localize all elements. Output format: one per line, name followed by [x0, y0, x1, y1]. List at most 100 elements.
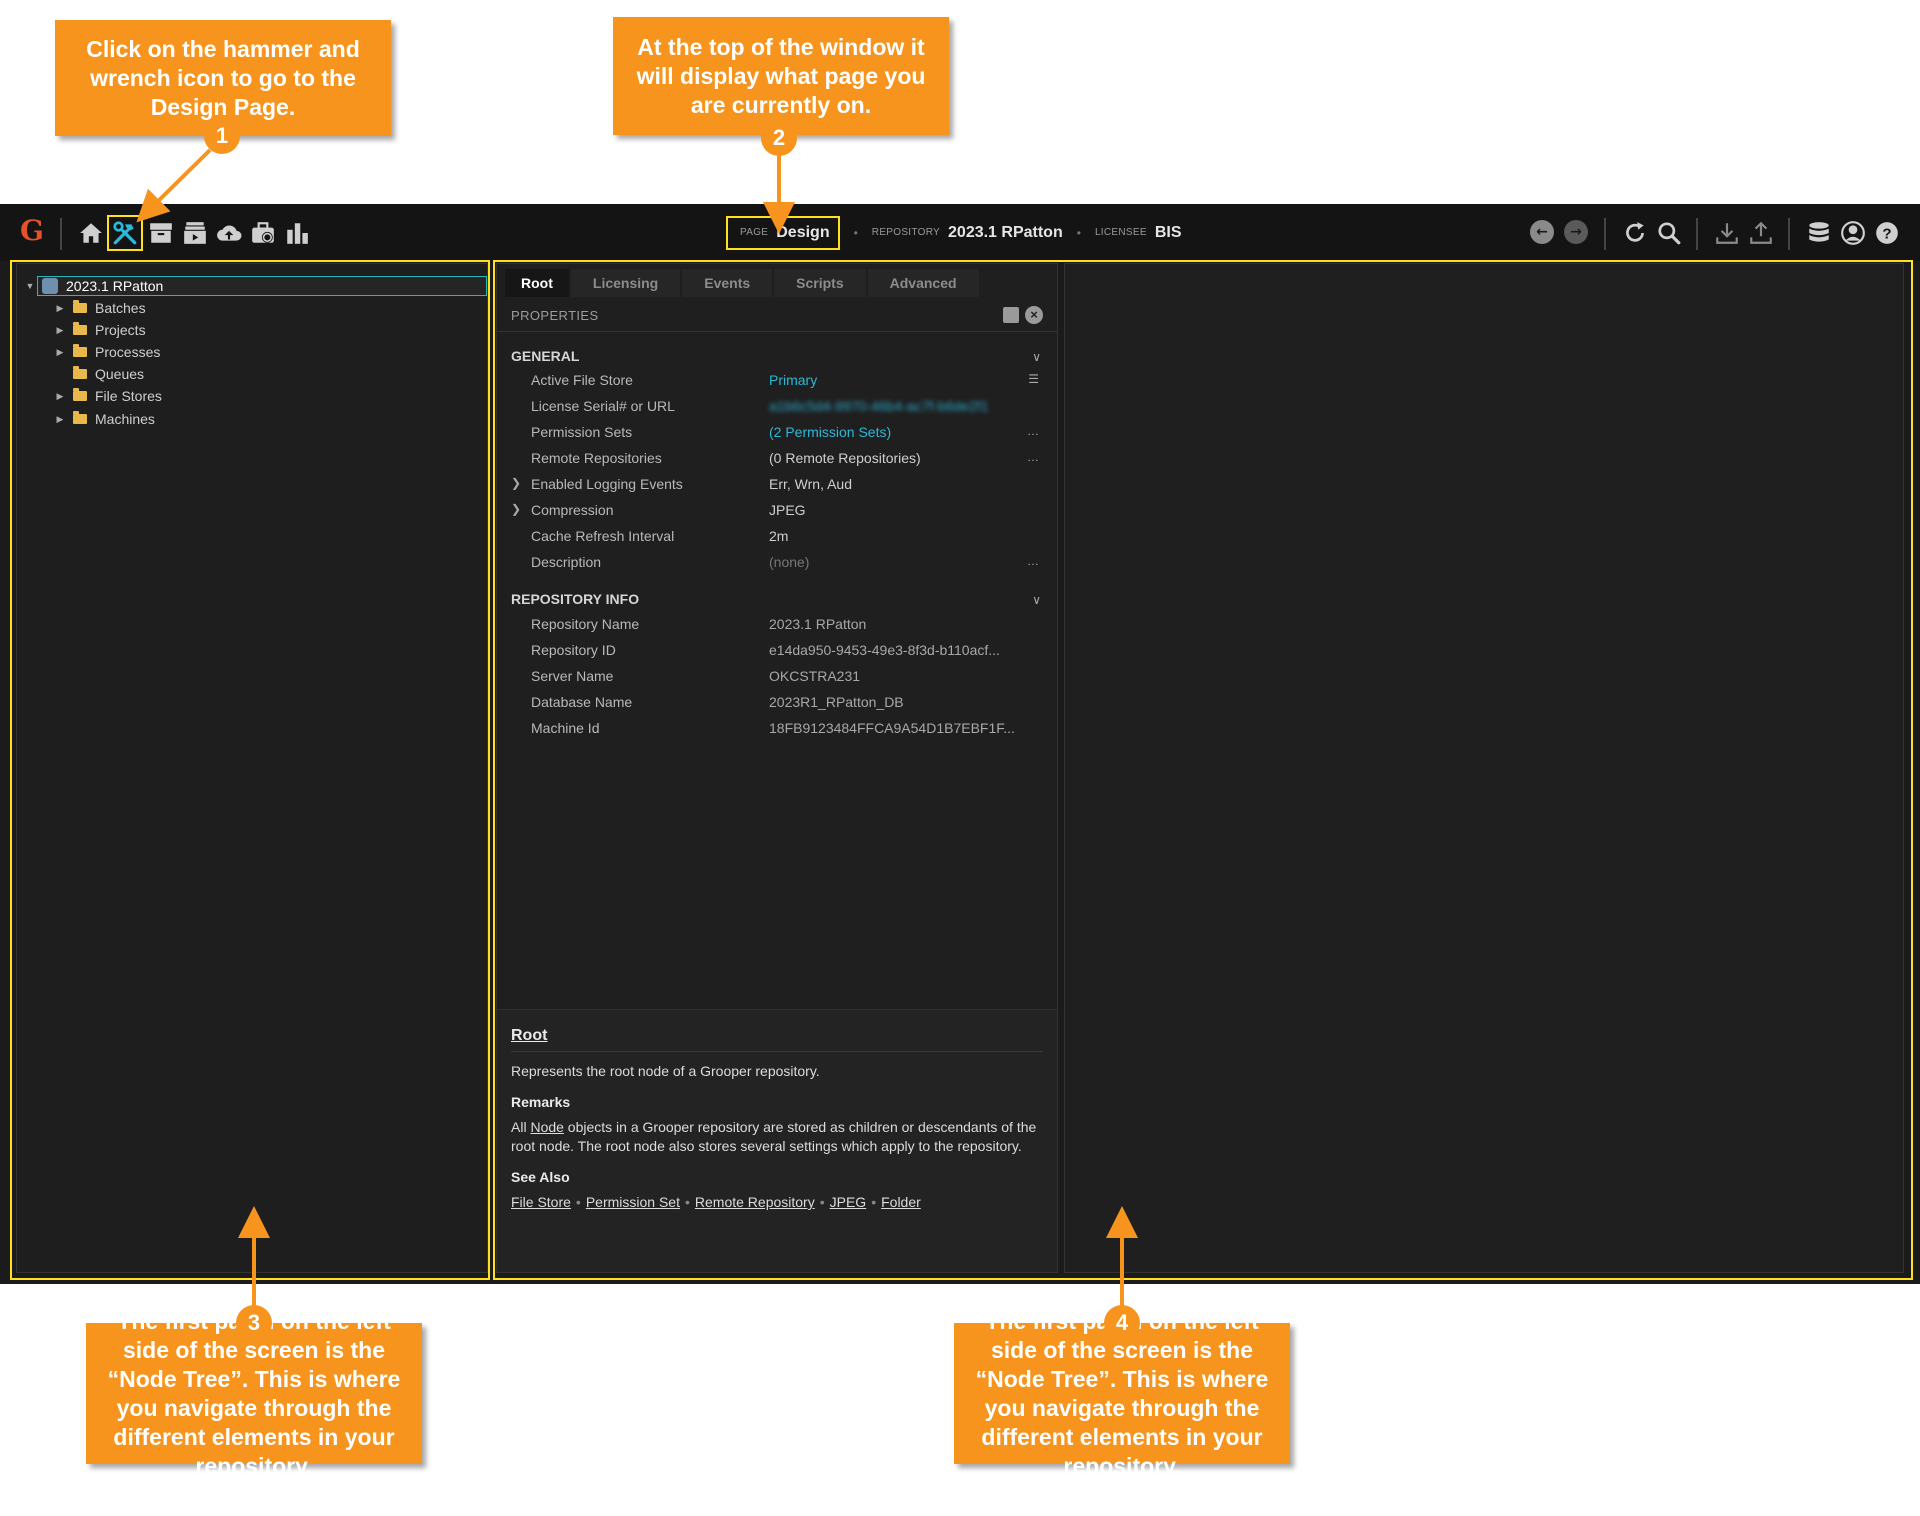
section-general-heading[interactable]: GENERAL — [511, 348, 580, 364]
see-also-link-file-store[interactable]: File Store — [511, 1194, 571, 1210]
see-also-heading: See Also — [511, 1169, 570, 1185]
expand-caret-icon[interactable]: ▶ — [56, 413, 64, 424]
toolbar-divider — [1788, 218, 1790, 250]
callout-4-number: 4 — [1104, 1305, 1140, 1341]
folder-icon — [73, 322, 87, 335]
jobs-briefcase-icon[interactable] — [250, 220, 276, 246]
repository-root-icon — [42, 278, 58, 294]
forward-arrow-icon[interactable]: → — [1564, 220, 1588, 244]
tab-root[interactable]: Root — [505, 269, 569, 297]
home-icon[interactable] — [78, 220, 104, 246]
database-icon[interactable] — [1806, 220, 1832, 246]
expand-caret-icon[interactable]: ▶ — [56, 324, 64, 335]
ellipsis-button[interactable]: … — [1027, 554, 1039, 568]
folder-icon — [73, 366, 87, 379]
expand-caret-icon[interactable]: ▶ — [56, 346, 64, 357]
property-row: Repository ID e14da950-9453-49e3-8f3d-b1… — [531, 642, 1000, 658]
page-value: Design — [776, 223, 830, 241]
callout-1-number: 1 — [204, 118, 240, 154]
editor-panel — [1064, 263, 1904, 1273]
tab-scripts[interactable]: Scripts — [774, 269, 866, 297]
stats-bar-chart-icon[interactable] — [284, 220, 310, 246]
help-icon[interactable]: ? — [1874, 220, 1900, 246]
tree-node-queues[interactable]: Queues — [37, 364, 144, 384]
refresh-icon[interactable] — [1622, 220, 1648, 246]
callout-3: The first panel on the left side of the … — [86, 1308, 422, 1479]
tree-node-processes[interactable]: ▶ Processes — [37, 342, 160, 362]
expand-arrow-icon[interactable]: ❯ — [511, 476, 522, 490]
tab-events[interactable]: Events — [682, 269, 773, 297]
batches-archive-icon[interactable] — [148, 220, 174, 246]
collapse-chevron-icon[interactable]: ∨ — [1032, 593, 1041, 607]
expand-arrow-icon[interactable]: ❯ — [511, 502, 522, 516]
node-tree-panel[interactable]: ▼ 2023.1 RPatton ▶ Batches ▶ Projects ▶ … — [16, 263, 488, 1273]
toolbar-divider — [60, 218, 62, 250]
svg-text:?: ? — [1882, 225, 1891, 242]
callout-4: The first panel on the left side of the … — [954, 1308, 1290, 1479]
see-also-link-permission-set[interactable]: Permission Set — [585, 1194, 680, 1210]
back-arrow-icon[interactable]: ← — [1530, 220, 1554, 244]
section-repository-info-heading[interactable]: REPOSITORY INFO — [511, 591, 640, 607]
save-icon[interactable] — [1003, 307, 1019, 323]
licensee-value: BIS — [1154, 223, 1182, 241]
user-account-icon[interactable] — [1840, 220, 1866, 246]
search-icon[interactable] — [1656, 220, 1682, 246]
callout-2-number: 2 — [761, 120, 797, 156]
current-page-indicator: PAGE Design — [726, 215, 840, 250]
property-row[interactable]: License Serial# or URL a1b6c5d4-9970-46b… — [531, 398, 989, 414]
tree-node-batches[interactable]: ▶ Batches — [37, 298, 146, 318]
help-title[interactable]: Root — [511, 1026, 1043, 1052]
properties-title: PROPERTIES — [511, 308, 599, 323]
tree-node-file-stores[interactable]: ▶ File Stores — [37, 386, 162, 406]
property-row[interactable]: ❯ Enabled Logging Events Err, Wrn, Aud — [511, 476, 852, 492]
folder-icon — [73, 411, 87, 424]
grooper-app-window: G PAGE — [0, 204, 1920, 1284]
folder-icon — [73, 388, 87, 401]
separator-dot: • — [1076, 225, 1081, 240]
property-row[interactable]: Remote Repositories (0 Remote Repositori… — [531, 450, 1039, 466]
see-also-links: File Store•Permission Set•Remote Reposit… — [511, 1194, 921, 1210]
property-row[interactable]: Active File Store Primary ☰ — [531, 372, 1039, 388]
tasks-icon[interactable] — [182, 220, 208, 246]
property-row[interactable]: Cache Refresh Interval 2m — [531, 528, 789, 544]
callout-3-number: 3 — [236, 1305, 272, 1341]
see-also-link-folder[interactable]: Folder — [881, 1194, 921, 1210]
see-also-link-jpeg[interactable]: JPEG — [829, 1194, 867, 1210]
property-row[interactable]: Permission Sets (2 Permission Sets) … — [531, 424, 1039, 440]
properties-header: PROPERTIES × — [497, 298, 1057, 332]
properties-panel: Root Licensing Events Scripts Advanced P… — [496, 263, 1058, 1273]
callout-2: At the top of the window it will display… — [613, 17, 949, 135]
property-row[interactable]: ❯ Compression JPEG — [511, 502, 806, 518]
download-icon[interactable] — [1714, 220, 1740, 246]
tree-node-projects[interactable]: ▶ Projects — [37, 320, 146, 340]
toolbar-divider — [1696, 218, 1698, 250]
property-row: Repository Name 2023.1 RPatton — [531, 616, 867, 632]
node-link[interactable]: Node — [530, 1119, 564, 1135]
tab-licensing[interactable]: Licensing — [570, 269, 681, 297]
expand-caret-icon[interactable]: ▶ — [56, 390, 64, 401]
expand-caret-icon[interactable]: ▶ — [56, 302, 64, 313]
licensee-label: LICENSEE — [1094, 227, 1147, 238]
collapse-chevron-icon[interactable]: ∨ — [1032, 350, 1041, 364]
repository-value: 2023.1 RPatton — [948, 223, 1063, 241]
grooper-logo[interactable]: G — [20, 214, 44, 247]
help-summary: Represents the root node of a Grooper re… — [511, 1063, 820, 1079]
tree-node-root[interactable]: 2023.1 RPatton — [37, 276, 487, 296]
repository-label: REPOSITORY — [871, 227, 941, 238]
tree-node-machines[interactable]: ▶ Machines — [37, 409, 155, 429]
upload-icon[interactable] — [1748, 220, 1774, 246]
tab-strip: Root Licensing Events Scripts Advanced — [505, 269, 981, 297]
list-menu-icon[interactable]: ☰ — [1028, 372, 1039, 386]
separator-dot: • — [853, 225, 858, 240]
ellipsis-button[interactable]: … — [1027, 450, 1039, 464]
property-row: Machine Id 18FB9123484FFCA9A54D1B7EBF1F.… — [531, 720, 1015, 736]
upload-cloud-icon[interactable] — [216, 220, 242, 246]
design-hammer-wrench-icon[interactable] — [107, 215, 143, 251]
property-row[interactable]: Description (none) … — [531, 554, 1039, 570]
see-also-link-remote-repository[interactable]: Remote Repository — [694, 1194, 815, 1210]
ellipsis-button[interactable]: … — [1027, 424, 1039, 438]
close-icon[interactable]: × — [1025, 306, 1043, 324]
node-tree-highlight — [10, 260, 490, 1280]
tree-root-caret[interactable]: ▼ — [25, 281, 35, 291]
tab-advanced[interactable]: Advanced — [867, 269, 979, 297]
